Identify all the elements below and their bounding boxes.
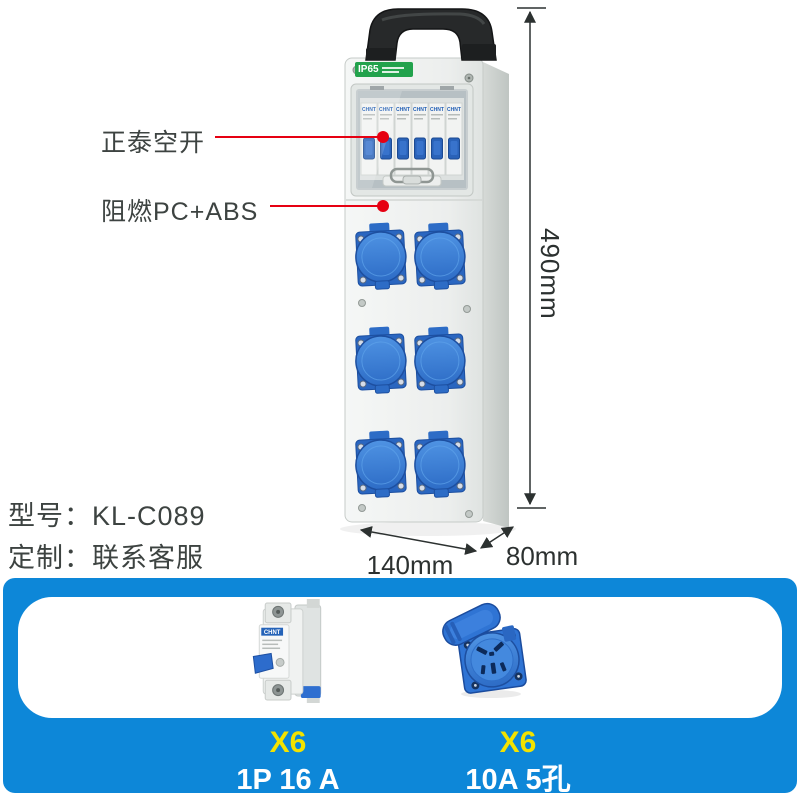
distribution-box: CHNT CHNT CHNT <box>344 57 509 528</box>
brand-text: CHNT <box>264 630 281 636</box>
brand-badge <box>261 627 284 636</box>
depth-dimension-text: 80mm <box>505 541 579 571</box>
svg-text:CHNT: CHNT <box>447 107 461 113</box>
circuit-breaker: CHNT <box>394 102 412 176</box>
breaker-qty: X6 <box>269 726 307 759</box>
ip-rating-label: IP65 <box>355 62 413 77</box>
box-side-face <box>483 62 509 528</box>
dimension-lines <box>359 7 546 555</box>
annotation-material-note: 阻燃PC+ABS <box>101 198 259 226</box>
svg-text:CHNT: CHNT <box>413 107 427 113</box>
width-dimension-line <box>359 526 478 555</box>
socket <box>414 326 466 394</box>
socket-qty: X6 <box>499 726 537 759</box>
socket-thumbnail <box>442 602 527 698</box>
components-panel: CHNT <box>3 578 797 796</box>
breaker-thumbnail: CHNT <box>252 599 322 703</box>
din-clip <box>300 686 321 699</box>
handle-foot-left <box>366 48 396 60</box>
svg-text:CHNT: CHNT <box>396 107 410 113</box>
circuit-breaker: CHNT <box>411 102 429 176</box>
socket <box>414 222 466 290</box>
depth-dimension-line <box>479 526 515 549</box>
window-latch <box>382 167 442 187</box>
breaker-caption: X6 1P 16 A <box>188 726 388 797</box>
annotation-breaker-note: 正泰空开 <box>101 129 206 157</box>
breaker-window: CHNT CHNT CHNT <box>350 83 474 197</box>
annotation-dot-material <box>377 200 389 212</box>
window-hinge-left <box>370 86 384 90</box>
body-screws <box>358 299 473 518</box>
height-dimension-text: 490mm <box>535 228 565 320</box>
socket-caption: X6 10A 5孔 <box>408 726 628 797</box>
socket-holes <box>476 641 507 675</box>
lid-hinge <box>502 625 517 642</box>
label-fine-print <box>381 66 404 73</box>
svg-text:CHNT: CHNT <box>430 107 444 113</box>
socket-grid <box>355 222 466 498</box>
product-scene: CHNT CHNT CHNT <box>215 7 546 555</box>
socket <box>414 430 466 498</box>
components-card <box>18 597 782 718</box>
model-number-line: 型号：KL-C089 <box>8 501 206 531</box>
socket <box>355 326 407 394</box>
circuit-breaker: CHNT <box>360 102 378 176</box>
svg-text:CHNT: CHNT <box>362 107 376 113</box>
circuit-breaker: CHNT <box>428 102 446 176</box>
box-shadow <box>340 522 516 536</box>
toggle-lever <box>252 652 274 674</box>
width-dimension-text: 140mm <box>366 550 454 580</box>
socket <box>355 222 407 290</box>
handle-foot-right <box>462 44 496 60</box>
customization-line: 定制：联系客服 <box>8 543 204 573</box>
socket-spec: 10A 5孔 <box>465 764 571 796</box>
circuit-breakers: CHNT CHNT CHNT <box>360 102 463 176</box>
window-hinge-right <box>440 86 454 90</box>
breaker-spec: 1P 16 A <box>236 764 340 796</box>
carry-handle <box>365 8 497 61</box>
handle-highlight <box>381 12 486 25</box>
circuit-breaker: CHNT <box>445 102 463 176</box>
socket-lid <box>442 602 501 646</box>
svg-text:CHNT: CHNT <box>379 107 393 113</box>
annotation-leaders <box>215 131 389 212</box>
socket <box>355 430 407 498</box>
annotation-dot-breaker <box>377 131 389 143</box>
ip-rating-text: IP65 <box>358 64 379 75</box>
